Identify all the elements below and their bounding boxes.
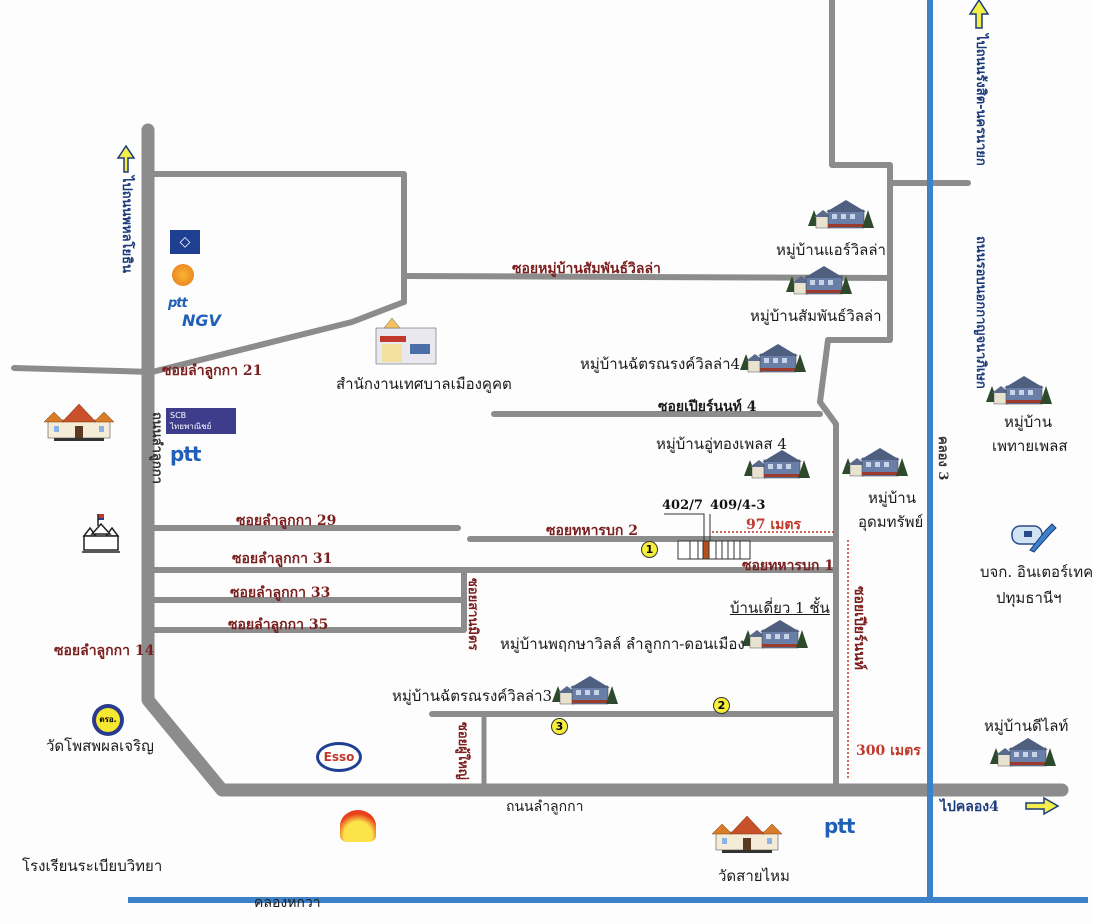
place-sampan-villa: หมู่บ้านสัมพันธ์วิลล่า [750, 307, 882, 325]
distance-97m: 97 เมตร [746, 517, 801, 533]
place-intertech-line1: บจก. อินเตอร์เทค [980, 563, 1093, 581]
label-soi-29: ซอยลำลูกกา 29 [236, 513, 337, 529]
place-phethai-line1: หมู่บ้าน [1004, 413, 1052, 431]
house-icon-udomsap [841, 447, 909, 477]
place-outhong-place-4: หมู่บ้านอู่ทองเพลส 4 [656, 435, 787, 453]
road-soi-35 [149, 571, 467, 633]
place-air-villa: หมู่บ้านแอร์วิลล่า [776, 241, 886, 259]
scb-logo-line2: ไทยพาณิชย์ [170, 422, 212, 431]
ngv-logo-text: NGV [182, 311, 221, 330]
label-soi-21: ซอยลำลูกกา 21 [162, 363, 263, 379]
scb-logo-line1: SCB [170, 411, 187, 420]
house-number-409-4-3: 409/4-3 [710, 498, 766, 513]
place-municipality: สำนักงานเทศบาลเมืองคูคต [336, 375, 512, 393]
place-phethai-line2: เพทายเพลส [992, 437, 1068, 455]
road-lamlukka-vertical [141, 123, 1069, 797]
road-soi-21 [11, 365, 155, 375]
place-chatronrong-villa-3: หมู่บ้านฉัตรณรงค์วิลล่า3 [392, 687, 553, 705]
place-single-house: บ้านเดี่ยว 1 ชั้น [730, 599, 830, 617]
ptt-logo-bottom: ptt [824, 814, 855, 838]
house-number-402-7: 402/7 [662, 498, 703, 513]
label-khlong-hakwa: คลองหกวา [254, 895, 321, 911]
esso-logo: Esso [316, 742, 362, 772]
label-soi-sampan: ซอยหมู่บ้านสัมพันธ์วิลล่า [512, 261, 661, 277]
arrow-up-phahonyothin [116, 144, 136, 173]
label-soi-35: ซอยลำลูกกา 35 [228, 617, 329, 633]
marker-3: 3 [551, 718, 568, 735]
arrow-up-rangsit [968, 0, 990, 29]
label-soi-pianon-4: ซอยเปียร์นนท์ 4 [658, 399, 757, 415]
label-soi-thahanbok-1: ซอยทหารบก 1 [742, 558, 834, 574]
house-icon-chatronrong-3 [551, 675, 619, 705]
kso-logo: ตรอ. [92, 704, 124, 736]
marker-2: 2 [713, 697, 730, 714]
place-udomsap-line1: หมู่บ้าน [868, 489, 916, 507]
school-icon [82, 514, 120, 553]
krungthai-bank-logo [172, 264, 194, 286]
house-icon-phethai [985, 375, 1053, 405]
direction-khlong4: ไปคลอง4 [940, 799, 999, 815]
building-icon-municipality [375, 317, 437, 365]
label-soi-14: ซอยลำลูกกา 14 [54, 643, 155, 659]
house-icon-pruksa [741, 619, 809, 649]
ptt-logo-left: ptt [170, 442, 201, 466]
road-top-loop [149, 171, 407, 375]
place-wat-saimai: วัดสายไหม [718, 867, 790, 885]
kso-logo-text: ตรอ. [96, 708, 120, 732]
house-icon-air-villa [807, 199, 875, 229]
ptt-logo-text: ptt [168, 296, 188, 311]
label-soi-thahanbok-2: ซอยทหารบก 2 [546, 523, 638, 539]
shell-logo [340, 810, 376, 842]
arrow-right-khlong4 [1025, 796, 1060, 816]
label-soi-31: ซอยลำลูกกา 31 [232, 551, 333, 567]
house-icon-delight [989, 737, 1057, 767]
ptt-ngv-logo: ptt NGV [168, 292, 221, 330]
scb-logo: SCB ไทยพาณิชย์ [166, 408, 236, 434]
house-icon-chatronrong-4 [739, 343, 807, 373]
label-soi-33: ซอยลำลูกกา 33 [230, 585, 331, 601]
car-wrench-icon [1011, 523, 1057, 553]
place-udomsap-line2: อุดมทรัพย์ [858, 513, 924, 531]
property-plots [664, 513, 751, 560]
house-icon-sampan-villa [785, 265, 853, 295]
marker-1: 1 [641, 541, 658, 558]
distance-300m: 300 เมตร [856, 743, 921, 759]
place-pruksa-villa: หมู่บ้านพฤกษาวิลล์ ลำลูกกา-ดอนเมือง [500, 635, 745, 653]
place-chatronrong-villa-4: หมู่บ้านฉัตรณรงค์วิลล่า4 [580, 355, 741, 373]
temple-icon-saimai [711, 815, 783, 854]
label-lamlukka-road: ถนนลำลูกกา [506, 799, 584, 815]
place-wat-phosap: วัดโพสพผลเจริญ [46, 737, 154, 755]
place-school: โรงเรียนระเบียบวิทยา [22, 857, 163, 875]
road-east-upper [817, 0, 893, 793]
place-intertech-line2: ปทุมธานีฯ [996, 589, 1062, 607]
temple-icon-left [43, 403, 115, 442]
place-delight: หมู่บ้านดีไลท์ [984, 717, 1069, 735]
bangkok-bank-logo: ◇ [170, 230, 200, 254]
